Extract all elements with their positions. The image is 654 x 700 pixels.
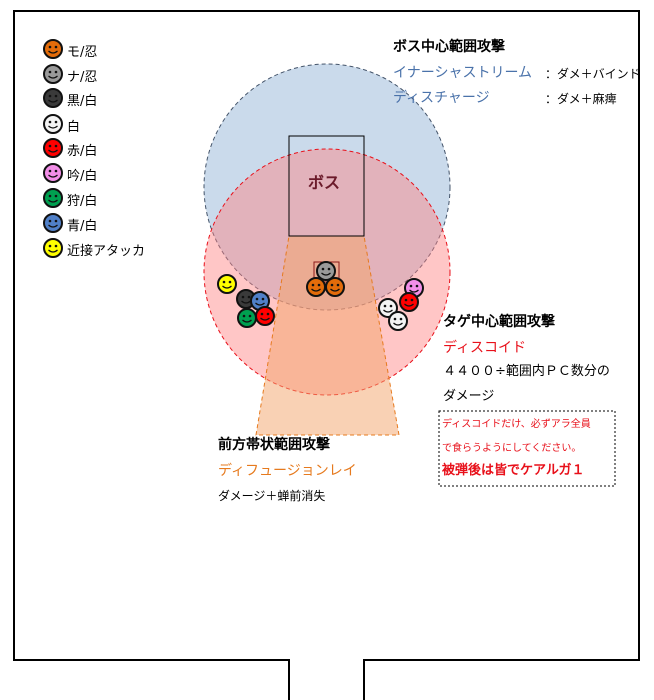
boss-aoe-item-name: ディスチャージ [393, 90, 490, 106]
legend-label: 近接アタッカ [67, 244, 146, 259]
legend-smiley-icon [43, 64, 63, 84]
boss-label: ボス [308, 173, 341, 192]
player-smiley-icon [325, 277, 345, 297]
legend-label: 黒/白 [67, 94, 98, 109]
target-aoe-name: ディスコイド [443, 340, 527, 356]
boss-aoe-item-effect: ：ダメ＋麻痺 [545, 92, 617, 106]
boss-box [288, 135, 365, 237]
note-box [438, 410, 616, 487]
legend-smiley-icon [43, 114, 63, 134]
player-smiley-icon [399, 292, 419, 312]
legend-smiley-icon [43, 39, 63, 59]
note-emphasis: 被弾後は皆でケアルガ１ [442, 463, 585, 478]
player-smiley-icon [217, 274, 237, 294]
target-aoe-desc: ダメージ [443, 389, 495, 404]
player-smiley-icon [378, 298, 398, 318]
legend-smiley-icon [43, 163, 63, 183]
player-smiley-icon [316, 261, 336, 281]
front-aoe-title: 前方帯状範囲攻撃 [218, 437, 330, 453]
boss-aoe-item-name: イナーシャストリーム [393, 65, 533, 81]
legend-smiley-icon [43, 138, 63, 158]
legend-smiley-icon [43, 88, 63, 108]
front-aoe-name: ディフュージョンレイ [218, 463, 357, 479]
note-line: ディスコイドだけ、必ずアラ全員 [442, 419, 591, 430]
legend-smiley-icon [43, 213, 63, 233]
legend-label: モ/忍 [67, 45, 98, 60]
legend-smiley-icon [43, 188, 63, 208]
legend-label: ナ/忍 [67, 70, 98, 85]
player-smiley-icon [237, 308, 257, 328]
boss-aoe-circle [203, 63, 451, 311]
legend-label: 吟/白 [67, 169, 98, 184]
player-smiley-icon [388, 311, 408, 331]
boss-aoe-title: ボス中心範囲攻撃 [393, 39, 505, 55]
target-aoe-desc: ４４００÷範囲内ＰＣ数分の [443, 364, 610, 379]
boss-aoe-item-effect: ：ダメ＋バインド [545, 67, 641, 81]
legend-label: 白 [67, 120, 81, 135]
player-smiley-icon [306, 277, 326, 297]
front-aoe-effect: ダメージ＋蝉前消失 [218, 489, 326, 503]
arena-wall [13, 10, 640, 700]
legend-label: 狩/白 [67, 194, 98, 209]
legend-label: 赤/白 [67, 144, 98, 159]
target-aoe-title: タゲ中心範囲攻撃 [443, 314, 555, 330]
player-smiley-icon [255, 306, 275, 326]
legend-label: 青/白 [67, 219, 98, 234]
legend-smiley-icon [43, 238, 63, 258]
note-line: で食らうようにしてください。 [442, 443, 582, 454]
